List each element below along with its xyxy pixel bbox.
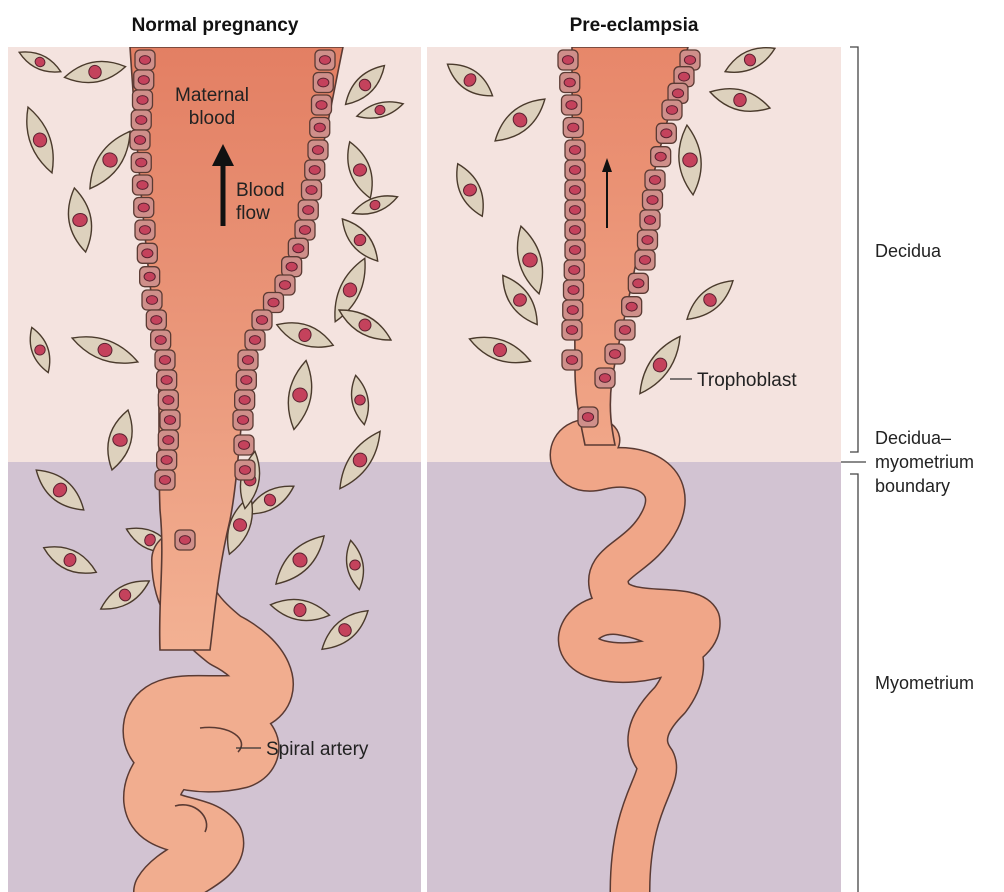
endothelial-cell-icon	[565, 140, 585, 160]
label-maternal-blood-line2: blood	[189, 108, 236, 129]
endothelial-cell-icon	[563, 300, 583, 320]
endothelial-cell-icon	[158, 430, 178, 450]
endothelial-cell-icon	[640, 210, 660, 230]
endothelial-cell-icon	[305, 160, 325, 180]
endothelial-cell-icon	[643, 190, 663, 210]
endothelial-cell-icon	[131, 153, 151, 173]
endothelial-cell-icon	[175, 530, 195, 550]
endothelial-cell-icon	[563, 118, 583, 138]
layer-label-myometrium: Myometrium	[875, 673, 974, 693]
layer-label-decidua: Decidua	[875, 241, 942, 261]
label-blood-flow-line2: flow	[236, 203, 270, 224]
label-maternal-blood-line1: Maternal	[175, 85, 249, 106]
endothelial-cell-icon	[622, 297, 642, 317]
endothelial-cell-icon	[238, 350, 258, 370]
endothelial-cell-icon	[234, 435, 254, 455]
endothelial-cell-icon	[565, 240, 585, 260]
endothelial-cell-icon	[651, 147, 671, 167]
endothelial-cell-icon	[635, 250, 655, 270]
endothelial-cell-icon	[135, 220, 155, 240]
endothelial-cell-icon	[562, 350, 582, 370]
endothelial-cell-icon	[564, 280, 584, 300]
layer-bracket-decidua	[850, 47, 858, 452]
panel-preeclampsia: Trophoblast	[427, 40, 841, 892]
endothelial-cell-icon	[308, 140, 328, 160]
endothelial-cell-icon	[236, 370, 256, 390]
endothelial-cell-icon	[562, 320, 582, 340]
endothelial-cell-icon	[155, 350, 175, 370]
layer-label-boundary-line2: myometrium	[875, 452, 974, 472]
endothelial-cell-icon	[157, 450, 177, 470]
endothelial-cell-icon	[140, 267, 160, 287]
endothelial-cell-icon	[245, 330, 265, 350]
endothelial-cell-icon	[310, 118, 330, 138]
endothelial-cell-icon	[233, 410, 253, 430]
endothelial-cell-icon	[565, 160, 585, 180]
endothelial-cell-icon	[134, 70, 154, 90]
label-spiral-artery: Spiral artery	[266, 739, 369, 760]
endothelial-cell-icon	[252, 310, 272, 330]
endothelial-cell-icon	[235, 390, 255, 410]
endothelial-cell-icon	[656, 123, 676, 143]
endothelial-cell-icon	[605, 344, 625, 364]
endothelial-cell-icon	[628, 273, 648, 293]
endothelial-cell-icon	[578, 407, 598, 427]
endothelial-cell-icon	[131, 110, 151, 130]
endothelial-cell-icon	[157, 370, 177, 390]
endothelial-cell-icon	[565, 180, 585, 200]
endothelial-cell-icon	[313, 73, 333, 93]
panel-title-preeclampsia: Pre-eclampsia	[570, 15, 699, 36]
endothelial-cell-icon	[146, 310, 166, 330]
endothelial-cell-icon	[558, 50, 578, 70]
endothelial-cell-icon	[565, 220, 585, 240]
endothelial-cell-icon	[134, 198, 154, 218]
panel-normal: Maternal blood Blood flow Spiral artery	[8, 46, 421, 892]
endothelial-cell-icon	[560, 73, 580, 93]
endothelial-cell-icon	[155, 470, 175, 490]
layer-label-boundary-line1: Decidua–	[875, 428, 951, 448]
endothelial-cell-icon	[302, 180, 322, 200]
endothelial-cell-icon	[133, 175, 153, 195]
endothelial-cell-icon	[160, 410, 180, 430]
endothelial-cell-icon	[130, 130, 150, 150]
endothelial-cell-icon	[564, 260, 584, 280]
endothelial-cell-icon	[565, 200, 585, 220]
endothelial-cell-icon	[133, 90, 153, 110]
endothelial-cell-icon	[295, 220, 315, 240]
endothelial-cell-icon	[638, 230, 658, 250]
layer-bracket-myometrium	[850, 474, 858, 892]
layer-label-boundary-line3: boundary	[875, 476, 950, 496]
endothelial-cell-icon	[282, 257, 302, 277]
endothelial-cell-icon	[298, 200, 318, 220]
endothelial-cell-icon	[151, 330, 171, 350]
panel-title-normal: Normal pregnancy	[132, 15, 299, 36]
endothelial-cell-icon	[288, 238, 308, 258]
endothelial-cell-icon	[562, 95, 582, 115]
endothelial-cell-icon	[595, 368, 615, 388]
endothelial-cell-icon	[312, 95, 332, 115]
label-blood-flow-line1: Blood	[236, 180, 285, 201]
panel-divider	[421, 47, 427, 892]
endothelial-cell-icon	[615, 320, 635, 340]
endothelial-cell-icon	[235, 460, 255, 480]
endothelial-cell-icon	[662, 100, 682, 120]
endothelial-cell-icon	[135, 50, 155, 70]
label-trophoblast: Trophoblast	[697, 370, 797, 391]
endothelial-cell-icon	[137, 243, 157, 263]
endothelial-cell-icon	[158, 390, 178, 410]
endothelial-cell-icon	[142, 290, 162, 310]
endothelial-cell-icon	[645, 170, 665, 190]
endothelial-cell-icon	[315, 50, 335, 70]
